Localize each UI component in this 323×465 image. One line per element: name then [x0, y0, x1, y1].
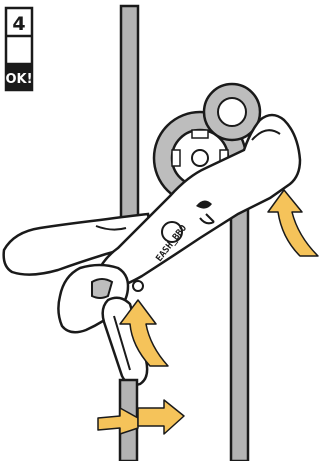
arrow-right-up	[268, 190, 318, 256]
status-text: OK!	[5, 72, 32, 87]
step-badge: 4 OK!	[5, 8, 32, 90]
rope-right	[231, 200, 248, 461]
arrow-rotate	[98, 400, 184, 434]
step-number: 4	[12, 13, 25, 35]
